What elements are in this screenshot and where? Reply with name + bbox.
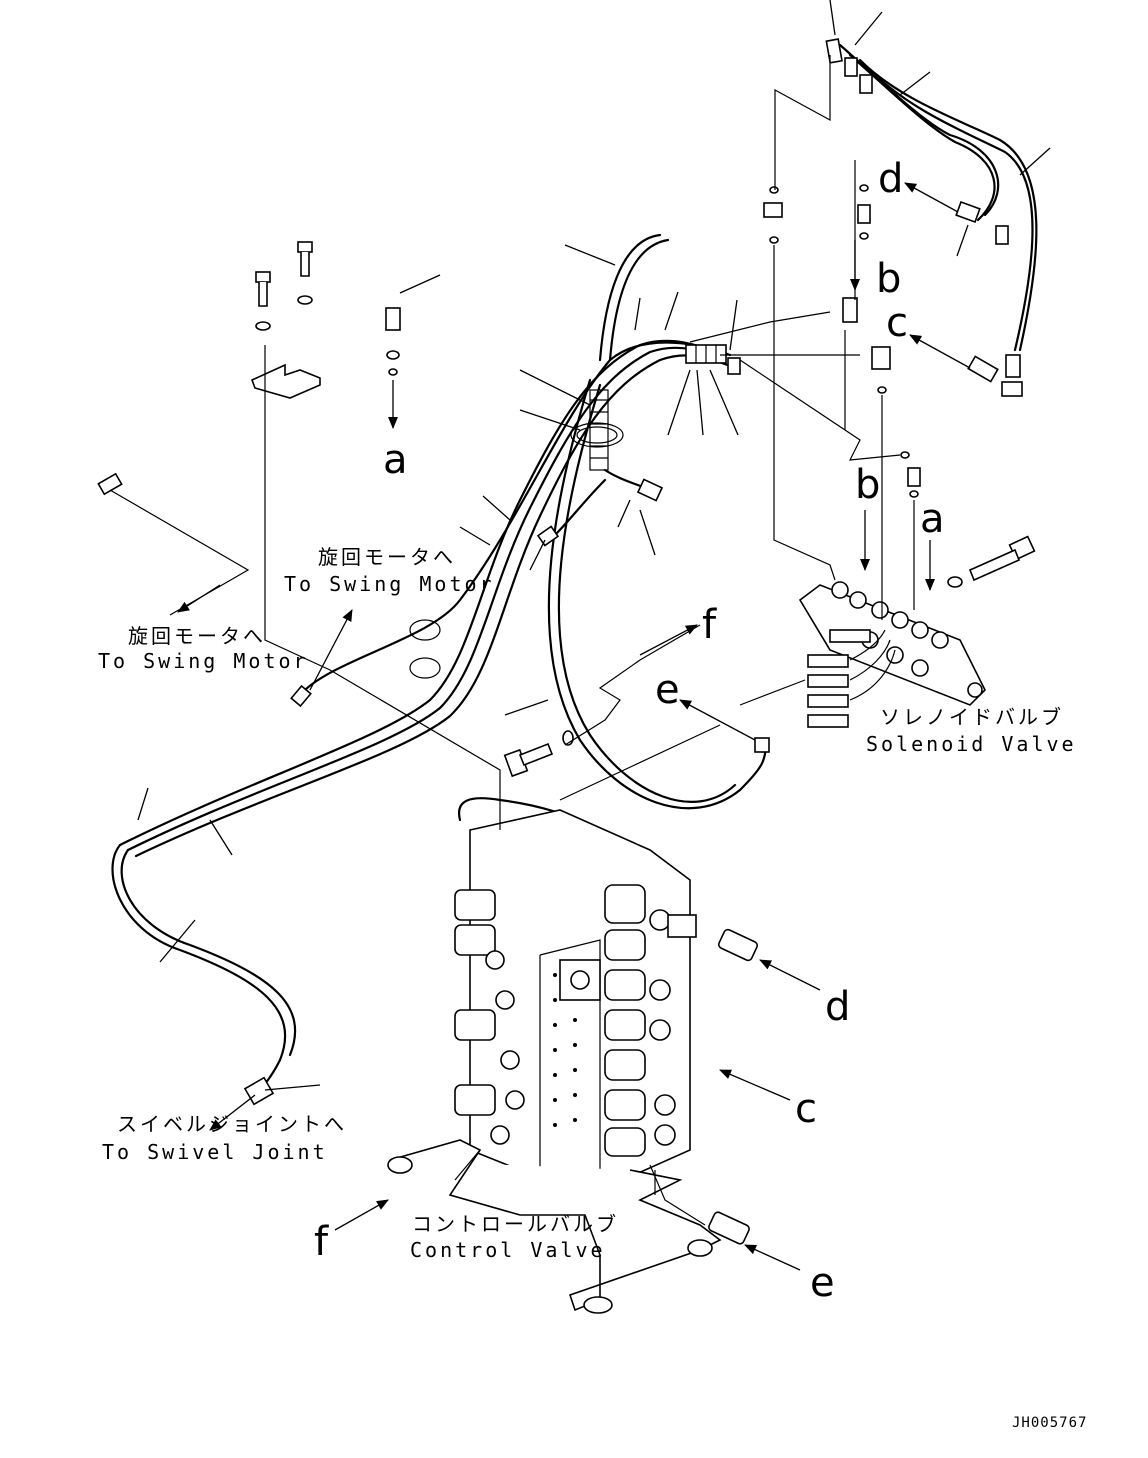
label-f-bottom: f <box>314 1219 329 1265</box>
label-c-top: c <box>886 300 908 346</box>
control-valve-bolt <box>503 730 574 778</box>
label-b-top: b <box>876 256 901 302</box>
hose-bundle-main-3 <box>134 354 732 858</box>
solenoid-bolt <box>947 535 1036 588</box>
caption-solenoid-valve-en: Solenoid Valve <box>866 732 1077 756</box>
fittings <box>97 38 1036 1106</box>
leader-lines <box>137 0 1051 1091</box>
label-e-bottom: e <box>810 1260 835 1306</box>
label-d-top: d <box>878 156 903 202</box>
arrow-f-bottom <box>334 1199 389 1231</box>
bolt-left <box>255 271 271 331</box>
hose-upper-right-2 <box>858 58 1038 352</box>
caption-swivel-joint-jp: スイベルジョイントへ <box>117 1112 347 1136</box>
solenoid-valve <box>798 581 986 728</box>
caption-swivel-joint-en: To Swivel Joint <box>102 1140 328 1164</box>
arrow-f-top <box>639 624 698 656</box>
arrow-d-top <box>904 182 959 213</box>
drawing-code: JH005767 <box>1012 1415 1087 1431</box>
caption-swing-motor-mid-jp: 旋回モータへ <box>318 545 456 569</box>
hose-swivel-joint <box>111 843 287 1097</box>
caption-control-valve-en: Control Valve <box>410 1238 606 1262</box>
arrow-to-swivel-joint <box>209 1094 256 1131</box>
arrow-to-swing-motor-mid <box>309 609 353 691</box>
arrow-c-bottom <box>719 1069 791 1101</box>
hose-clamps <box>409 389 624 679</box>
control-valve <box>387 809 759 1314</box>
bolt-right <box>297 241 313 305</box>
caption-swing-motor-left-en: To Swing Motor <box>98 649 309 673</box>
port-labels: a a b b c c d d e e f f <box>314 156 945 1306</box>
caption-solenoid-valve-jp: ソレノイドバルブ <box>880 705 1064 729</box>
arrow-d-bottom <box>759 959 821 991</box>
label-c-bottom: c <box>795 1086 817 1132</box>
caption-swing-motor-mid-en: To Swing Motor <box>284 572 495 596</box>
arrow-e-top <box>679 699 756 741</box>
arrow-to-swing-motor-left <box>177 584 221 613</box>
hoses <box>103 43 1038 1097</box>
arrow-c-top <box>909 334 971 369</box>
hose-bundle-main-2 <box>126 346 727 852</box>
label-d-bottom: d <box>825 984 850 1030</box>
captions: 旋回モータへ To Swing Motor 旋回モータへ To Swing Mo… <box>98 545 1087 1431</box>
arrow-e-bottom <box>744 1244 801 1271</box>
label-f-top: f <box>702 602 717 648</box>
direction-arrows <box>177 182 971 1271</box>
label-e-top: e <box>655 667 680 713</box>
caption-control-valve-jp: コントロールバルブ <box>412 1212 619 1236</box>
hose-upper-tee <box>598 233 662 362</box>
hose-loop-to-valve <box>547 378 767 810</box>
label-b-right: b <box>855 462 880 508</box>
label-a-top: a <box>383 437 408 483</box>
hose-swing-motor-lower <box>298 341 732 697</box>
hose-bundle-main-1 <box>118 339 722 847</box>
bracket <box>250 363 321 399</box>
label-a-right: a <box>920 496 945 542</box>
caption-swing-motor-left-jp: 旋回モータへ <box>128 624 266 648</box>
